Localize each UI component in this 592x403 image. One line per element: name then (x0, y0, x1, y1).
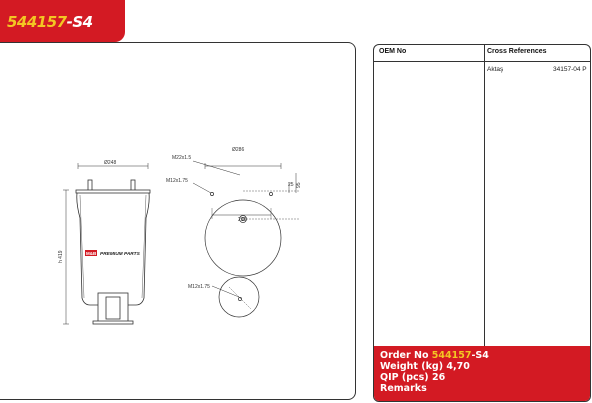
part-code: 544157 (7, 13, 67, 31)
qip-value: 26 (431, 372, 446, 383)
column-divider (484, 45, 485, 346)
top-view (192, 160, 300, 277)
cross-reference-panel: OEM No Cross References Aktaş 34157-04 P… (373, 44, 591, 402)
header-oem-no: OEM No (379, 48, 407, 55)
dim-height: h 419 (58, 250, 64, 263)
remarks-label: Remarks (380, 383, 427, 394)
remarks-line: Remarks (380, 383, 427, 394)
cross-ref-number: 34157-04 P (553, 66, 587, 73)
qip-label: QIP (pcs) (380, 372, 429, 383)
bottom-view (211, 276, 260, 318)
part-suffix: -S4 (66, 13, 93, 31)
brand-badge (85, 250, 97, 256)
label-stud-thread: M22x1.5 (172, 155, 191, 161)
order-no-suffix: -S4 (471, 350, 489, 361)
header-cross-references: Cross References (487, 48, 547, 55)
dim-diameter-top: Ø248 (104, 160, 116, 166)
dim-95: 95 (296, 182, 302, 188)
dim-diameter-plate: Ø286 (232, 147, 244, 153)
weight-label: Weight (kg) (380, 361, 444, 372)
weight-line: Weight (kg) 4,70 (380, 361, 470, 372)
weight-value: 4,70 (446, 361, 470, 372)
part-number-title: 544157-S4 (7, 14, 93, 30)
label-bottom-thread: M12x1.75 (188, 284, 210, 290)
technical-drawing: Ø248 h 419 M&B PREMIUM PARTS Ø28 (58, 147, 302, 325)
table-header: OEM No Cross References (374, 45, 590, 62)
drawing-frame: Ø248 h 419 M&B PREMIUM PARTS Ø28 (0, 42, 356, 400)
order-no-label: Order No (380, 350, 429, 361)
side-view (63, 163, 151, 325)
order-no-line: Order No 544157-S4 (380, 350, 489, 361)
dim-25: 25 (288, 182, 294, 188)
cross-ref-brand: Aktaş (487, 66, 504, 73)
header-tab: 544157-S4 (0, 0, 125, 42)
brand-badge-text: M&B (86, 251, 97, 256)
order-info-box: Order No 544157-S4 Weight (kg) 4,70 QIP … (374, 346, 590, 401)
brand-text: PREMIUM PARTS (100, 251, 141, 257)
label-bolt-thread: M12x1.75 (166, 178, 188, 184)
qip-line: QIP (pcs) 26 (380, 372, 445, 383)
dim-210: 210 (238, 217, 247, 223)
order-no-code: 544157 (431, 350, 472, 361)
